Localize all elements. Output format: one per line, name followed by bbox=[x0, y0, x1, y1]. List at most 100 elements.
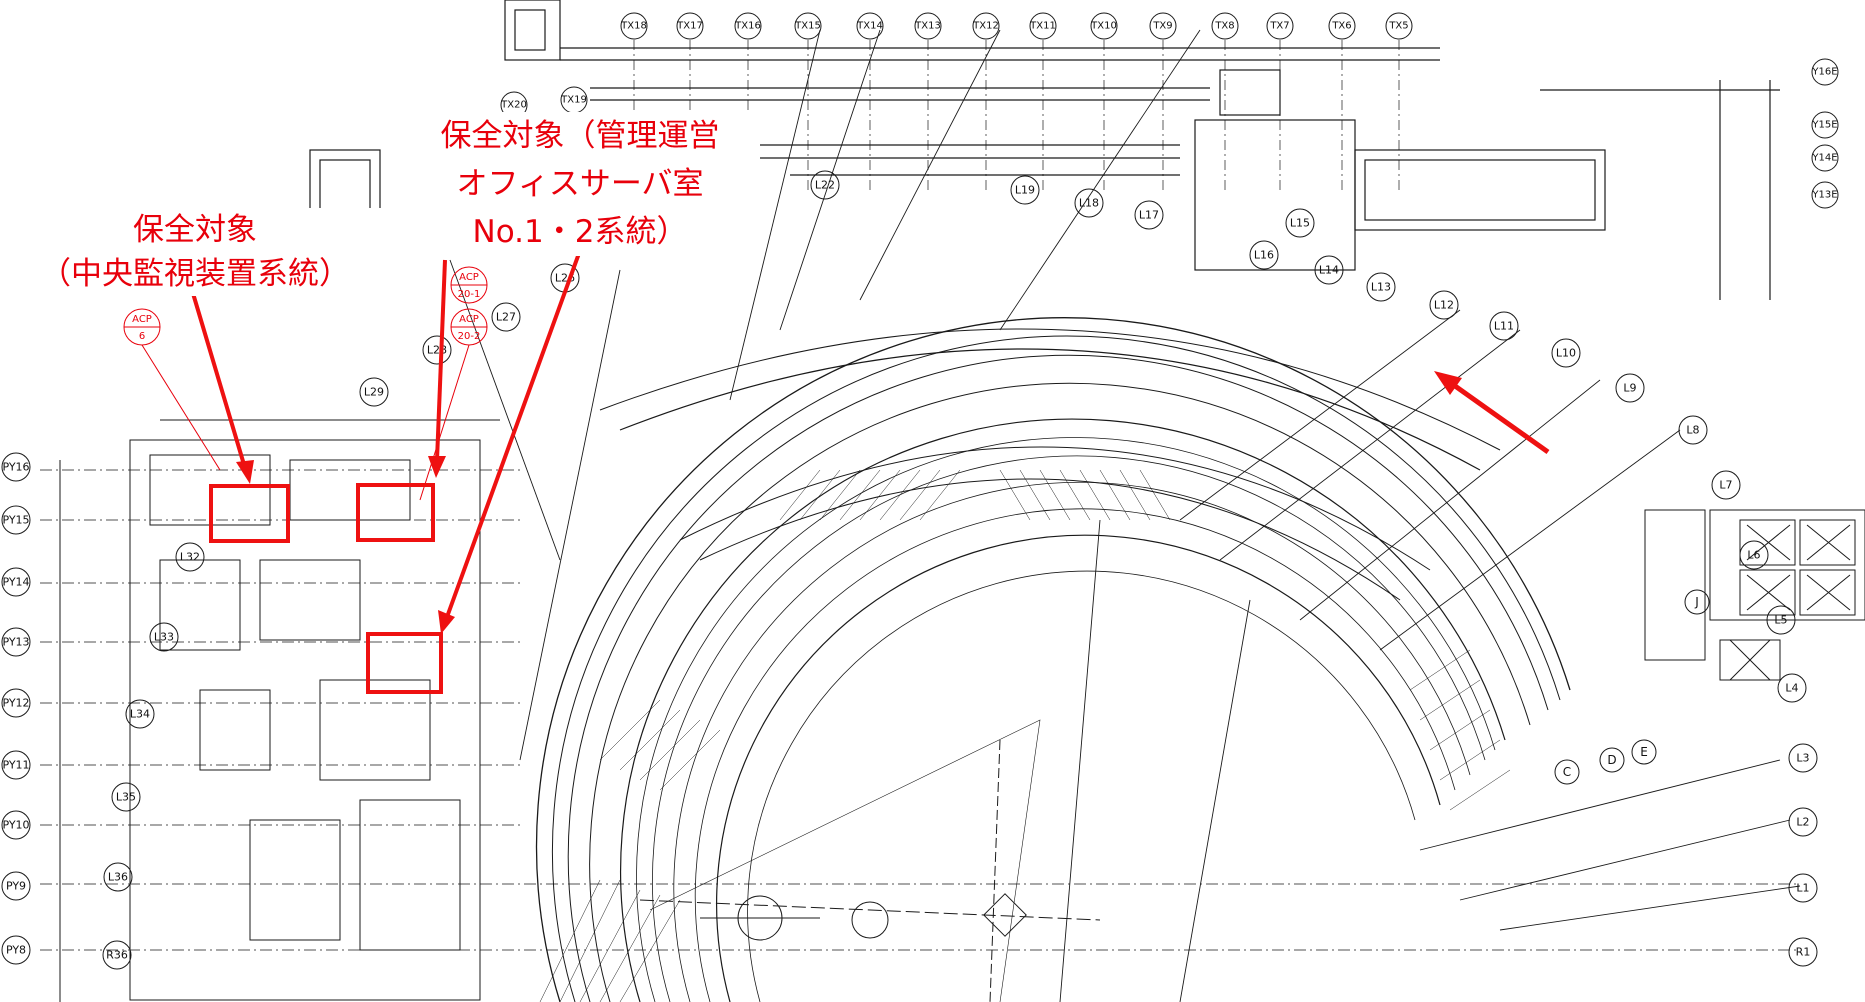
tx-bubble: TX14 bbox=[856, 12, 884, 40]
svg-text:C: C bbox=[1563, 765, 1571, 779]
l-bubble: L32 bbox=[175, 542, 205, 572]
svg-text:TX6: TX6 bbox=[1331, 21, 1351, 32]
svg-text:L11: L11 bbox=[1494, 320, 1514, 333]
svg-text:TX11: TX11 bbox=[1029, 21, 1056, 32]
svg-text:L18: L18 bbox=[1079, 197, 1099, 210]
l-bubble: L34 bbox=[125, 699, 155, 729]
tx-bubble: TX8 bbox=[1211, 12, 1239, 40]
l-bubble: L16 bbox=[1249, 240, 1279, 270]
py-bubble: PY9 bbox=[1, 871, 31, 901]
letter-markers: C D E J bbox=[1554, 589, 1710, 785]
svg-text:L27: L27 bbox=[496, 311, 516, 324]
top-structure bbox=[309, 0, 1780, 300]
svg-text:L29: L29 bbox=[364, 386, 384, 399]
svg-text:L16: L16 bbox=[1254, 249, 1274, 262]
py-bubble: PY10 bbox=[1, 810, 31, 840]
callout-office-line3: No.1・2系統） bbox=[472, 214, 688, 250]
highlight-office-server-2 bbox=[366, 632, 443, 694]
svg-text:ACP: ACP bbox=[459, 314, 479, 325]
l-bubble: L9 bbox=[1615, 373, 1645, 403]
svg-text:L15: L15 bbox=[1290, 217, 1310, 230]
l-bubble: L2 bbox=[1788, 807, 1818, 837]
l-bubble: L35 bbox=[111, 782, 141, 812]
svg-text:L7: L7 bbox=[1719, 479, 1732, 492]
svg-text:TX13: TX13 bbox=[914, 21, 941, 32]
l-bubble: L7 bbox=[1711, 470, 1741, 500]
tx-bubble: TX11 bbox=[1029, 12, 1057, 40]
svg-text:L9: L9 bbox=[1623, 382, 1636, 395]
py-bubble: PY14 bbox=[1, 567, 31, 597]
svg-text:D: D bbox=[1607, 753, 1616, 767]
svg-text:L6: L6 bbox=[1747, 549, 1760, 562]
tx-bubble: TX9 bbox=[1149, 12, 1177, 40]
svg-text:L8: L8 bbox=[1686, 424, 1699, 437]
svg-text:L17: L17 bbox=[1139, 209, 1159, 222]
svg-text:L4: L4 bbox=[1785, 682, 1798, 695]
l-bubble: L8 bbox=[1678, 415, 1708, 445]
callout-central-line2: （中央監視装置系統） bbox=[40, 256, 350, 292]
tx-bubble: TX18 bbox=[620, 12, 648, 40]
svg-text:PY13: PY13 bbox=[2, 636, 29, 649]
tx-bubble: TX13 bbox=[914, 12, 942, 40]
svg-text:L10: L10 bbox=[1556, 347, 1576, 360]
l-bubble: L18 bbox=[1074, 188, 1104, 218]
svg-text:Y13E: Y13E bbox=[1811, 190, 1837, 201]
svg-text:L19: L19 bbox=[1015, 184, 1035, 197]
l-left-bubbles: L26 L27 L28 L29 L32 L33 L34 L35 L36 R36 bbox=[102, 263, 580, 970]
pointer-arrows bbox=[190, 244, 1550, 634]
left-rooms bbox=[59, 419, 500, 1002]
svg-text:L13: L13 bbox=[1371, 281, 1391, 294]
svg-text:TX16: TX16 bbox=[734, 21, 761, 32]
l-bubble: L27 bbox=[491, 302, 521, 332]
l-bubble: L17 bbox=[1134, 200, 1164, 230]
svg-text:L32: L32 bbox=[180, 551, 200, 564]
y-axis-bubbles: Y16E Y15E Y14E Y13E bbox=[1811, 58, 1839, 209]
tx-bubble: TX16 bbox=[734, 12, 762, 40]
l-axis-bubbles: L22 L19 L18 L17 L16 L15 L14 L13 L12 L11 … bbox=[810, 170, 1818, 967]
svg-text:TX20: TX20 bbox=[500, 100, 527, 111]
svg-text:TX14: TX14 bbox=[856, 21, 883, 32]
tx-bubble: TX15 bbox=[794, 12, 822, 40]
svg-text:PY12: PY12 bbox=[2, 697, 29, 710]
callout-central-monitoring: 保全対象 （中央監視装置系統） bbox=[0, 208, 390, 296]
svg-text:E: E bbox=[1640, 745, 1648, 759]
acp-tag: ACP 6 bbox=[123, 308, 221, 471]
svg-text:L22: L22 bbox=[815, 179, 835, 192]
svg-text:L35: L35 bbox=[116, 791, 136, 804]
svg-text:L28: L28 bbox=[427, 344, 447, 357]
svg-text:L36: L36 bbox=[108, 871, 128, 884]
svg-text:TX12: TX12 bbox=[972, 21, 999, 32]
svg-text:TX10: TX10 bbox=[1090, 21, 1117, 32]
l-bubble: R36 bbox=[102, 940, 132, 970]
svg-text:L1: L1 bbox=[1796, 882, 1809, 895]
svg-text:PY11: PY11 bbox=[2, 759, 29, 772]
seating-hatching bbox=[539, 469, 1511, 1002]
svg-text:TX15: TX15 bbox=[794, 21, 821, 32]
stadium-rings bbox=[535, 316, 1571, 1002]
y-bubble: Y16E bbox=[1811, 58, 1839, 86]
l-bubble: L3 bbox=[1788, 743, 1818, 773]
py-bubble: PY16 bbox=[1, 452, 31, 482]
right-rooms bbox=[1644, 509, 1865, 681]
svg-text:L5: L5 bbox=[1774, 614, 1787, 627]
field-features bbox=[639, 719, 1101, 1002]
py-axis-bubbles: PY16 PY15 PY14 PY13 PY12 PY11 PY10 PY9 P… bbox=[1, 452, 31, 965]
l-bubble: L29 bbox=[359, 377, 389, 407]
svg-text:L33: L33 bbox=[154, 631, 174, 644]
svg-text:TX9: TX9 bbox=[1152, 21, 1172, 32]
svg-text:PY16: PY16 bbox=[2, 461, 29, 474]
tx-bubble: TX17 bbox=[676, 12, 704, 40]
l-bubble: L28 bbox=[422, 335, 452, 365]
svg-text:Y16E: Y16E bbox=[1811, 67, 1837, 78]
l-bubble: L33 bbox=[149, 622, 179, 652]
svg-text:ACP: ACP bbox=[132, 314, 152, 325]
svg-text:L3: L3 bbox=[1796, 752, 1809, 765]
py-bubble: PY11 bbox=[1, 750, 31, 780]
tx-bubble: TX6 bbox=[1328, 12, 1356, 40]
acp-tag: ACP 20-2 bbox=[419, 308, 488, 501]
py-grid-lines bbox=[40, 469, 1800, 951]
svg-text:20-2: 20-2 bbox=[458, 331, 481, 342]
l-bubble: L5 bbox=[1766, 605, 1796, 635]
tx-bubble: TX5 bbox=[1385, 12, 1413, 40]
svg-text:PY9: PY9 bbox=[6, 880, 26, 893]
